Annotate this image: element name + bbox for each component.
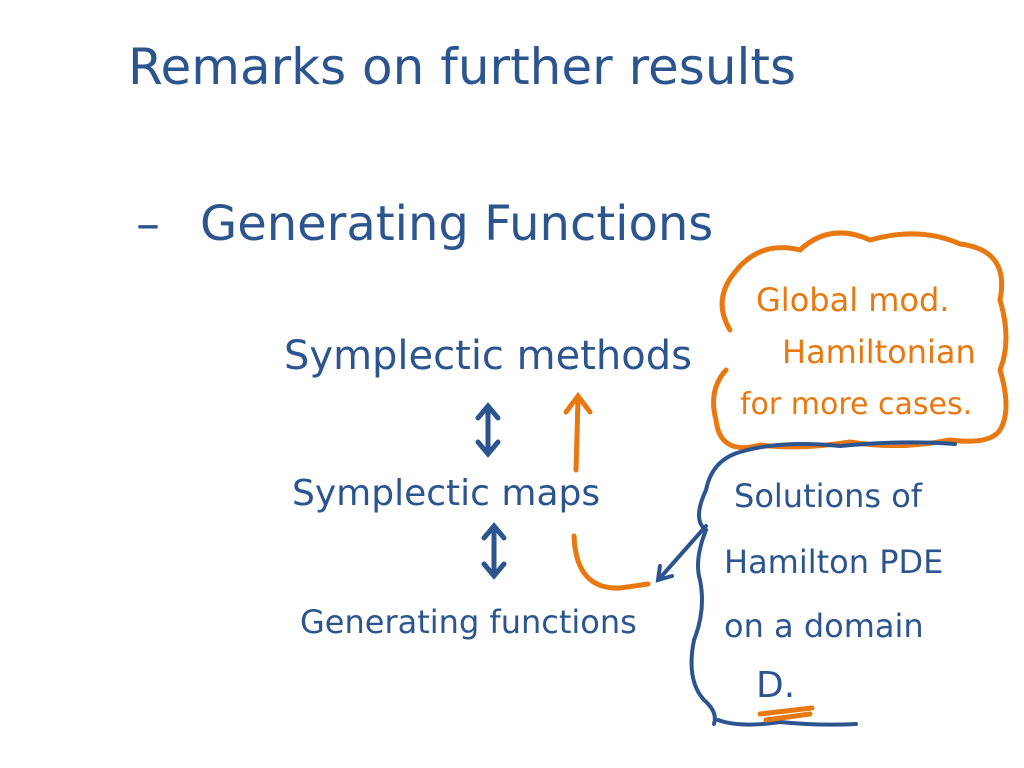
blue-arrow-icon (655, 524, 708, 583)
blue-note-line-4: D. (756, 665, 796, 706)
orange-note-line-3: for more cases. (740, 387, 973, 422)
orange-note-line-2: Hamiltonian (782, 333, 976, 371)
blue-note-line-2: Hamilton PDE (724, 543, 944, 581)
blue-note-line-3: on a domain (724, 607, 924, 645)
double-arrow-icon (481, 522, 507, 580)
symplectic-maps-label: Symplectic maps (292, 473, 601, 514)
generating-functions-label: Generating functions (300, 603, 637, 641)
orange-underline (757, 705, 815, 723)
slide-title: Remarks on further results (128, 38, 797, 96)
bullet-dash: – (136, 196, 160, 252)
double-arrow-icon (475, 402, 501, 458)
bullet-heading: Generating Functions (200, 196, 714, 252)
orange-bubble-outline (711, 230, 1009, 451)
blue-note-line-1: Solutions of (734, 477, 923, 515)
blue-bubble-outline (689, 440, 957, 727)
symplectic-methods-label: Symplectic methods (284, 333, 692, 379)
orange-arrow-icon (563, 391, 651, 591)
orange-note-line-1: Global mod. (756, 281, 950, 319)
